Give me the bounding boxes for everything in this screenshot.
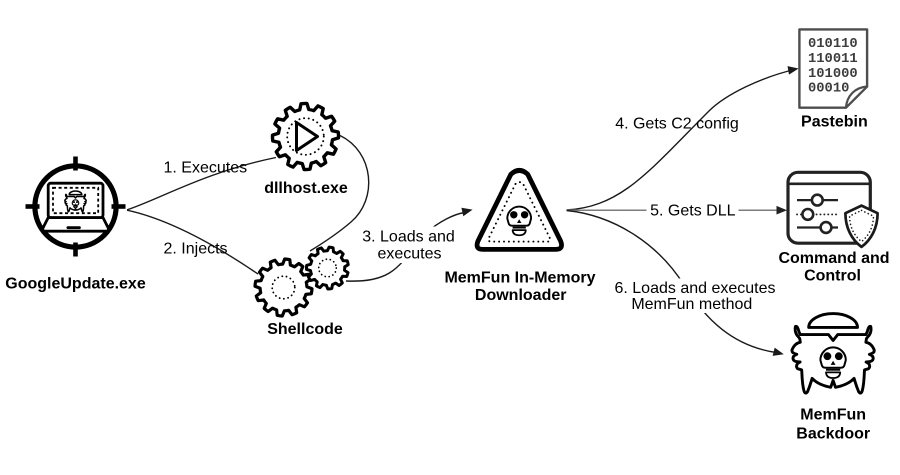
- svg-text:2. Injects: 2. Injects: [164, 241, 228, 258]
- svg-text:dllhost.exe: dllhost.exe: [264, 180, 348, 197]
- svg-text:MemFun method: MemFun method: [631, 296, 752, 313]
- svg-text:Downloader: Downloader: [475, 287, 567, 304]
- svg-text:4. Gets C2 config: 4. Gets C2 config: [615, 116, 739, 133]
- svg-text:Shellcode: Shellcode: [267, 321, 343, 338]
- svg-text:MemFun In-Memory: MemFun In-Memory: [444, 270, 595, 287]
- svg-text:executes: executes: [377, 246, 441, 263]
- svg-text:Control: Control: [804, 267, 861, 284]
- svg-text:MemFun: MemFun: [800, 407, 866, 424]
- svg-text:Backdoor: Backdoor: [796, 425, 870, 442]
- svg-text:1. Executes: 1. Executes: [164, 160, 248, 177]
- svg-text:5. Gets DLL: 5. Gets DLL: [650, 203, 735, 220]
- svg-text:Pastebin: Pastebin: [801, 114, 868, 131]
- svg-text:101000: 101000: [808, 67, 858, 82]
- svg-text:3. Loads and: 3. Loads and: [362, 229, 455, 246]
- svg-text:GoogleUpdate.exe: GoogleUpdate.exe: [5, 276, 146, 293]
- svg-text:6. Loads and executes: 6. Loads and executes: [614, 280, 775, 297]
- svg-text:Command and: Command and: [778, 250, 889, 267]
- svg-text:010110: 010110: [808, 37, 858, 52]
- svg-text:00010: 00010: [808, 82, 849, 97]
- svg-text:110011: 110011: [808, 52, 858, 67]
